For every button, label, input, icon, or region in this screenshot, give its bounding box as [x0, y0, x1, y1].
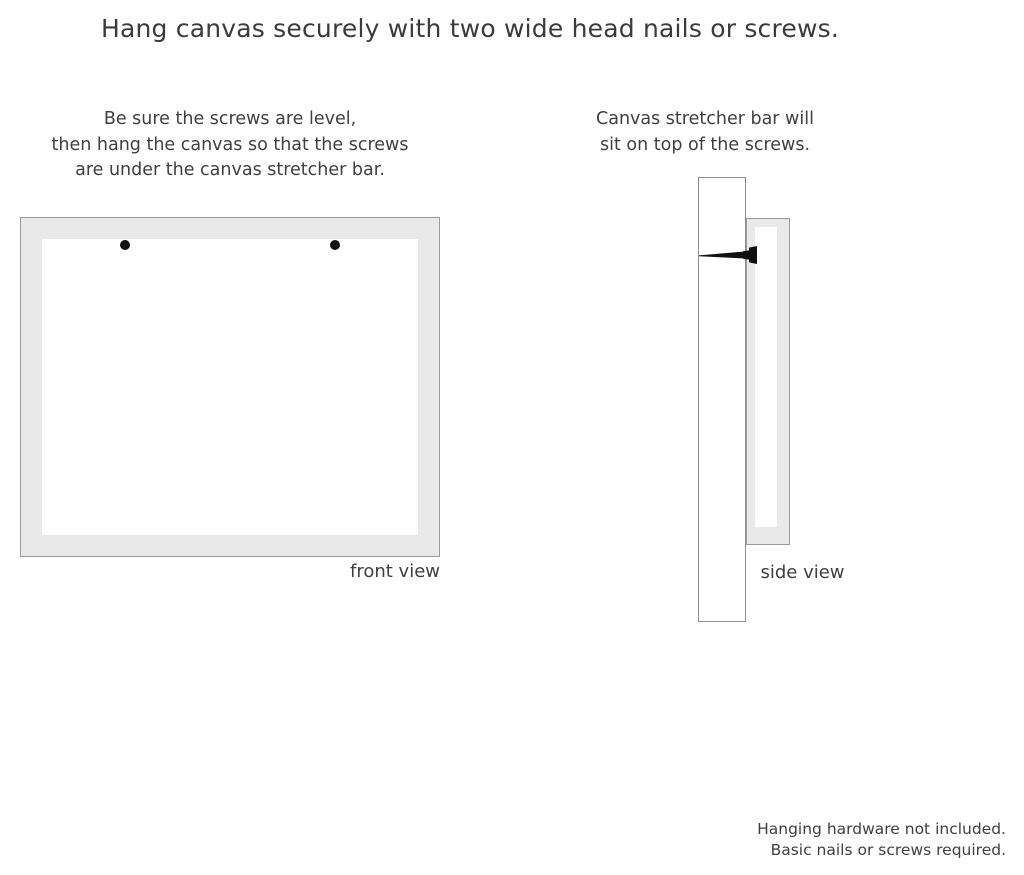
- front-view-canvas-frame: [20, 217, 440, 557]
- front-view-canvas-inner-area: [42, 239, 418, 535]
- front-view-label: front view: [350, 561, 440, 582]
- side-caption-line-1: Canvas stretcher bar will: [596, 109, 814, 129]
- footer-line-1: Hanging hardware not included.: [757, 820, 1006, 838]
- side-view-label: side view: [760, 562, 845, 583]
- screw-icon: [699, 246, 763, 264]
- side-view-stretcher-bar-profile: [755, 227, 777, 527]
- screw-dot-left: [120, 240, 130, 250]
- footer-line-2: Basic nails or screws required.: [770, 841, 1006, 859]
- side-caption-line-2: sit on top of the screws.: [599, 134, 811, 155]
- front-caption-line-3: are under the canvas stretcher bar.: [75, 160, 385, 180]
- side-view-canvas-stretcher-bar: [746, 218, 790, 545]
- page-title: Hang canvas securely with two wide head …: [100, 14, 840, 43]
- side-view-wall: [698, 177, 746, 622]
- front-caption-line-2: then hang the canvas so that the screws: [51, 134, 409, 155]
- screw-dot-right: [330, 240, 340, 250]
- side-view-caption: Canvas stretcher bar will sit on top of …: [560, 107, 850, 158]
- footer-note: Hanging hardware not included. Basic nai…: [757, 819, 1006, 861]
- front-caption-line-1: Be sure the screws are level,: [103, 109, 357, 129]
- front-view-caption: Be sure the screws are level, then hang …: [20, 107, 440, 184]
